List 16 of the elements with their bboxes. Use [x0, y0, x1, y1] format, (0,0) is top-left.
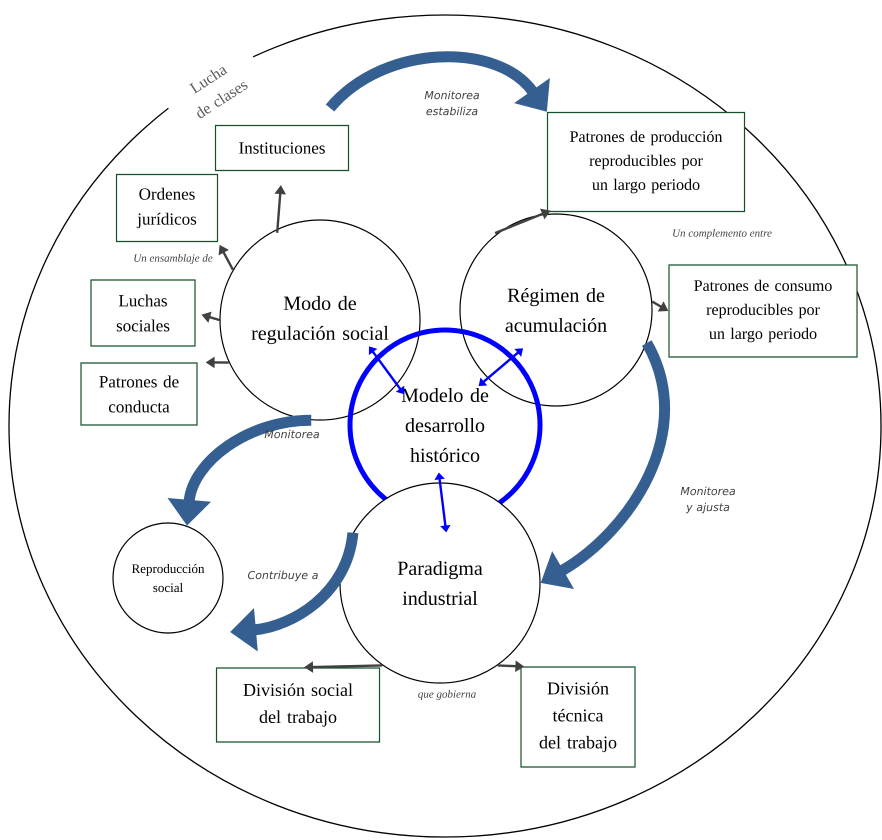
- text-box: Patrones de producción reproducibles por un largo periodo: [546, 112, 746, 212]
- edge-label: Monitorea: [264, 430, 319, 438]
- text-box: División técnica del trabajo: [520, 666, 636, 768]
- note-text: Un ensamblaje de: [134, 254, 212, 264]
- note-text: Un complemento entre: [673, 229, 772, 239]
- text-box: Instituciones: [214, 124, 350, 172]
- edge-label: Contribuye a: [248, 570, 318, 582]
- edge-label: Monitorea estabiliza: [424, 90, 479, 116]
- text-box: Luchas sociales: [90, 279, 196, 347]
- edge-label: Monitorea y ajusta: [680, 486, 735, 514]
- curved-arrow: [326, 51, 550, 112]
- text-box: División social del trabajo: [216, 667, 380, 743]
- text-box: Patrones de consumo reproducibles por un largo periodo: [668, 264, 858, 358]
- note-text: que gobierna: [418, 690, 476, 700]
- text-box: Patrones de conducta: [80, 362, 198, 426]
- text-box: Ordenes jurídicos: [116, 174, 218, 242]
